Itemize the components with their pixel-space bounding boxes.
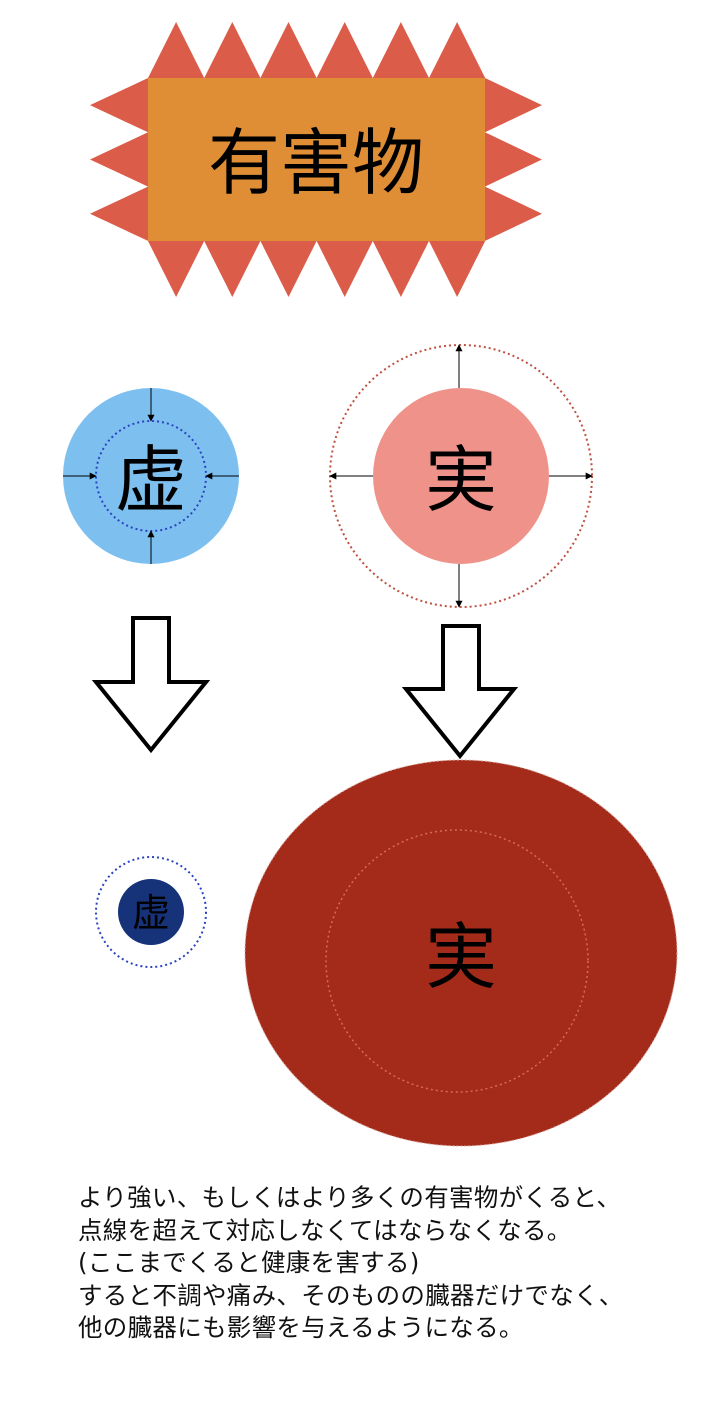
toxin-spike-top (204, 22, 261, 78)
toxin-spike-top (316, 22, 373, 78)
toxin-spike-right (485, 78, 542, 133)
toxin-spikes (90, 22, 542, 297)
after-deficiency-label: 虚 (132, 891, 170, 935)
toxin-spike-bottom (260, 241, 317, 297)
down-arrow-right-icon (401, 624, 519, 760)
toxin-spike-right (485, 186, 542, 241)
toxin-shape: 有害物 (90, 22, 542, 297)
toxin-spike-bottom (429, 241, 486, 297)
excess-diagram: 実 (329, 344, 593, 608)
after-deficiency-diagram: 虚 (95, 856, 207, 968)
toxin-label: 有害物 (208, 121, 424, 205)
toxin-spike-left (90, 78, 148, 133)
toxin-spike-right (485, 132, 542, 187)
toxin-spike-bottom (316, 241, 373, 297)
toxin-spike-bottom (372, 241, 429, 297)
after-excess-circle (244, 759, 678, 1147)
deficiency-label: 虚 (115, 438, 187, 522)
toxin-spike-top (372, 22, 429, 78)
toxin-spike-top (429, 22, 486, 78)
toxin-spike-top (148, 22, 205, 78)
after-excess-label: 実 (425, 915, 497, 999)
caption-line-2: 点線を超えて対応しなくてはならなくなる。 (78, 1215, 572, 1245)
after-excess-boundary-dotted (325, 829, 589, 1093)
excess-circle (373, 388, 549, 564)
caption-line-5: 他の臓器にも影響を与えるようになる。 (78, 1313, 524, 1342)
toxin-spike-top (260, 22, 317, 78)
toxin-box (148, 78, 485, 241)
toxin-spike-left (90, 186, 148, 241)
caption-line-4: すると不調や痛み、そのものの臓器だけでなく、 (78, 1280, 624, 1310)
toxin-spike-bottom (148, 241, 205, 297)
deficiency-circle (63, 388, 239, 564)
toxin-spike-bottom (204, 241, 261, 297)
excess-label: 実 (425, 438, 497, 522)
after-deficiency-boundary-dotted (95, 856, 207, 968)
deficiency-diagram: 虚 (63, 388, 239, 564)
caption-line-3: (ここまでくると健康を害する) (78, 1248, 420, 1277)
after-deficiency-circle (118, 879, 184, 945)
down-arrow-left-icon (91, 616, 211, 754)
after-excess-diagram: 実 (244, 759, 678, 1147)
toxin-spike-left (90, 132, 148, 187)
caption-line-1: より強い、もしくはより多くの有害物がくると、 (78, 1183, 622, 1212)
explanation-caption: より強い、もしくはより多くの有害物がくると、 点線を超えて対応しなくてはならなく… (78, 1182, 718, 1345)
